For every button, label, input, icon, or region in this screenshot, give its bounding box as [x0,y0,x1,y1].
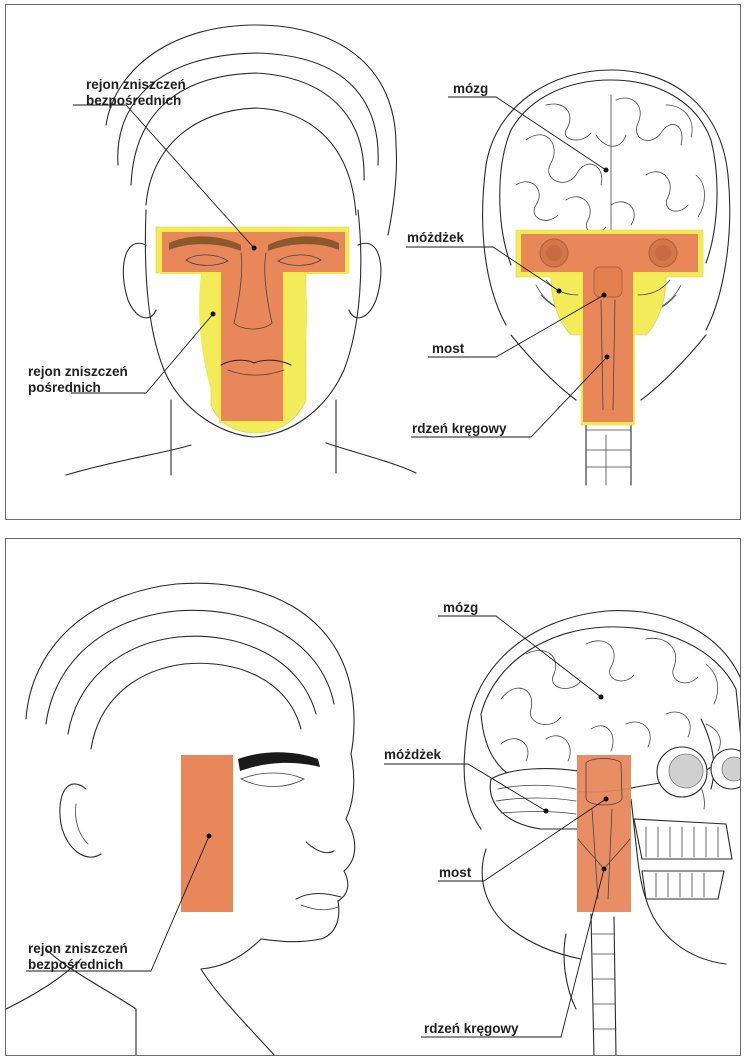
label-direct-region-line2: bezpośrednich [86,93,181,108]
label-direct-region-side-line2: bezpośrednich [28,957,123,972]
face-features-side [238,752,341,910]
label-spinal-cord-front: rdzeń kręgowy [412,421,507,436]
label-indirect-region-line2: pośrednich [28,380,101,395]
label-direct-region-line1: rejon zniszczeń [86,77,186,92]
direct-damage-region-side [181,755,233,912]
label-pons-front: most [432,341,465,356]
label-spinal-cord-side: rdzeń kręgowy [424,1021,519,1036]
side-view-panel: mózg móżdżek most rdzeń kręgowy rejon zn… [5,538,741,1056]
label-brain-front: mózg [453,81,488,96]
front-view-illustration: rejon zniszczeń bezpośrednich rejon znis… [6,5,741,520]
direct-damage-region-front [161,231,346,422]
side-view-illustration: mózg móżdżek most rdzeń kręgowy rejon zn… [6,539,741,1056]
label-cerebellum-side: móżdżek [384,747,442,762]
label-direct-region-side-line1: rejon zniszczeń [28,941,128,956]
label-cerebellum-front: móżdżek [407,230,465,245]
direct-damage-region-brain-side [577,755,631,912]
head-side [6,583,355,1056]
label-pons-side: most [439,865,472,880]
label-brain-side: mózg [443,600,478,615]
front-view-panel: rejon zniszczeń bezpośrednich rejon znis… [5,4,741,520]
label-indirect-region-line1: rejon zniszczeń [28,364,128,379]
